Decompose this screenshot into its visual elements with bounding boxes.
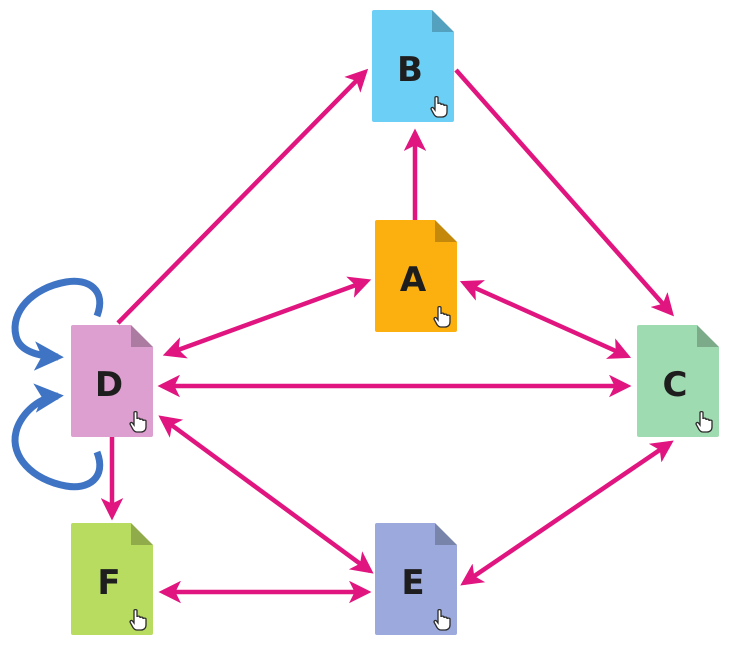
node-e-page (375, 523, 457, 635)
node-f[interactable]: F (71, 523, 153, 635)
node-b-fold (432, 10, 454, 32)
node-d-label: D (95, 365, 123, 405)
node-f-page (71, 523, 153, 635)
self-loop-bottom (11, 383, 104, 491)
pointer-hand-icon (433, 305, 451, 328)
node-a-fold (435, 220, 457, 242)
pointer-hand-icon (129, 608, 147, 631)
node-a-label: A (400, 260, 427, 300)
pointer-hand-icon (695, 410, 713, 433)
edge-d-a (162, 276, 372, 359)
pointer-hand-icon (430, 95, 448, 118)
node-a-page (375, 220, 457, 332)
node-c[interactable]: C (637, 325, 719, 437)
node-b-page (372, 10, 454, 122)
node-f-label: F (97, 563, 120, 603)
node-b-label: B (397, 50, 423, 90)
node-e[interactable]: E (375, 523, 457, 635)
edge-e-c (460, 440, 674, 586)
node-b[interactable]: B (372, 10, 454, 122)
pointer-hand-icon (129, 410, 147, 433)
edge-a-c (459, 280, 632, 359)
node-c-fold (697, 325, 719, 347)
edge-d-e (158, 415, 374, 574)
node-f-fold (131, 523, 153, 545)
node-e-fold (435, 523, 457, 545)
node-d-fold (131, 325, 153, 347)
node-d[interactable]: D (71, 325, 153, 437)
node-e-label: E (401, 563, 424, 603)
edge-d-b (116, 68, 369, 325)
self-loop-top (11, 277, 104, 371)
node-a[interactable]: A (375, 220, 457, 332)
pointer-hand-icon (433, 608, 451, 631)
node-d-page (71, 325, 153, 437)
node-c-page (637, 325, 719, 437)
node-c-label: C (663, 365, 688, 405)
edge-b-c (454, 68, 674, 317)
